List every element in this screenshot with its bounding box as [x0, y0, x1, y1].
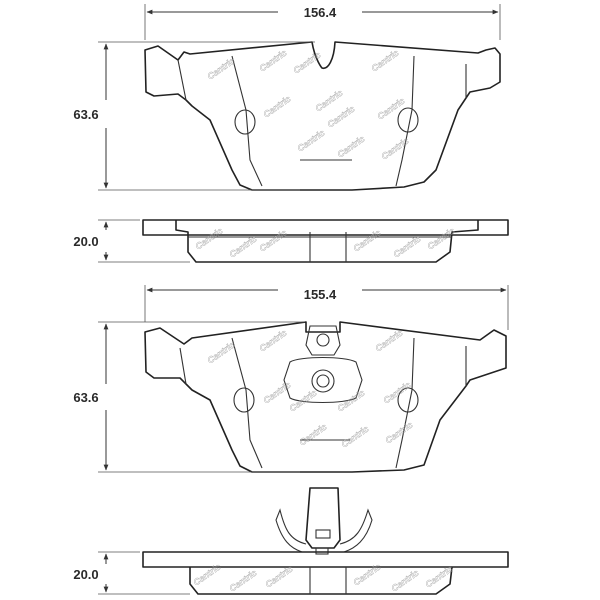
top-height-label: 63.6 — [73, 107, 98, 122]
svg-text:Centric: Centric — [261, 94, 292, 120]
svg-text:Centric: Centric — [193, 226, 224, 252]
svg-text:Centric: Centric — [391, 234, 422, 260]
top-thickness-label: 20.0 — [73, 234, 98, 249]
bottom-width-label: 155.4 — [304, 287, 337, 302]
svg-text:Centric: Centric — [383, 420, 414, 446]
bottom-pad-front-view — [144, 321, 507, 473]
svg-text:Centric: Centric — [257, 48, 288, 74]
svg-text:Centric: Centric — [351, 562, 382, 588]
top-pad-watermark: Centric Centric Centric Centric Centric … — [205, 47, 410, 162]
svg-text:Centric: Centric — [287, 388, 318, 414]
top-pad-side-view: Centric Centric Centric Centric Centric … — [142, 219, 509, 263]
svg-text:Centric: Centric — [373, 328, 404, 354]
svg-text:Centric: Centric — [227, 568, 258, 594]
top-height-dimension: 63.6 — [73, 41, 315, 191]
bottom-pad-watermark: Centric Centric Centric Centric Centric … — [205, 327, 414, 450]
svg-text:Centric: Centric — [389, 568, 420, 594]
svg-text:Centric: Centric — [257, 328, 288, 354]
svg-text:Centric: Centric — [227, 234, 258, 260]
svg-text:Centric: Centric — [375, 96, 406, 122]
svg-text:Centric: Centric — [335, 388, 366, 414]
svg-text:Centric: Centric — [191, 562, 222, 588]
svg-text:Centric: Centric — [297, 422, 328, 448]
svg-text:Centric: Centric — [313, 88, 344, 114]
top-thickness-dimension: 20.0 — [73, 219, 190, 263]
svg-text:Centric: Centric — [205, 56, 236, 82]
bottom-height-label: 63.6 — [73, 390, 98, 405]
bottom-thickness-dimension: 20.0 — [73, 551, 190, 595]
bottom-width-dimension: 155.4 — [144, 285, 509, 330]
svg-text:Centric: Centric — [339, 424, 370, 450]
bottom-pad-side-view: Centric Centric Centric Centric Centric … — [142, 487, 509, 595]
svg-text:Centric: Centric — [205, 340, 236, 366]
bottom-thickness-label: 20.0 — [73, 567, 98, 582]
svg-text:Centric: Centric — [295, 128, 326, 154]
svg-text:Centric: Centric — [381, 380, 412, 406]
svg-text:Centric: Centric — [351, 228, 382, 254]
svg-text:Centric: Centric — [325, 104, 356, 130]
bottom-height-dimension: 63.6 — [73, 321, 305, 473]
svg-text:Centric: Centric — [379, 136, 410, 162]
svg-text:Centric: Centric — [369, 48, 400, 74]
top-width-dimension: 156.4 — [144, 4, 501, 40]
svg-text:Centric: Centric — [335, 134, 366, 160]
top-pad-front-view — [144, 41, 501, 191]
top-width-label: 156.4 — [304, 5, 337, 20]
svg-text:Centric: Centric — [257, 228, 288, 254]
